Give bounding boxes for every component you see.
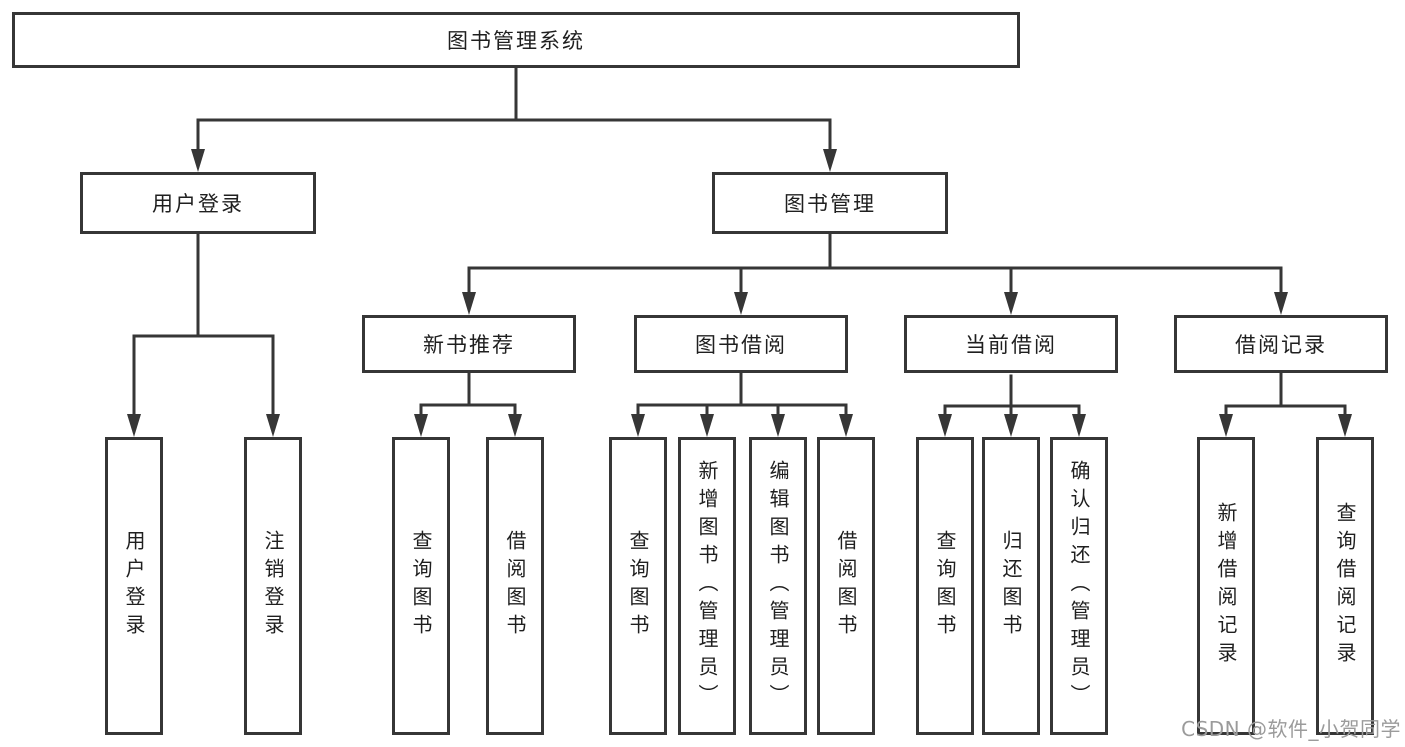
leaf-confirm-return-admin: 确认归还（管理员） <box>1050 437 1108 735</box>
node-label: 借阅图书 <box>503 530 527 642</box>
leaf-add-borrow-record: 新增借阅记录 <box>1197 437 1255 735</box>
node-current-borrowing: 当前借阅 <box>904 315 1118 373</box>
node-label: 新增借阅记录 <box>1214 502 1238 670</box>
node-label: 借阅记录 <box>1235 333 1327 357</box>
node-label: 查询图书 <box>409 530 433 642</box>
node-label: 编辑图书（管理员） <box>766 460 790 712</box>
node-root: 图书管理系统 <box>12 12 1020 68</box>
leaf-return-books: 归还图书 <box>982 437 1040 735</box>
leaf-logout: 注销登录 <box>244 437 302 735</box>
node-label: 当前借阅 <box>965 333 1057 357</box>
node-user-login: 用户登录 <box>80 172 316 234</box>
leaf-query-books-current: 查询图书 <box>916 437 974 735</box>
leaf-query-books-borrow: 查询图书 <box>609 437 667 735</box>
node-label: 图书管理系统 <box>447 29 585 53</box>
node-label: 用户登录 <box>122 530 146 642</box>
node-label: 借阅图书 <box>834 530 858 642</box>
node-label: 查询图书 <box>933 530 957 642</box>
node-label: 归还图书 <box>999 530 1023 642</box>
node-label: 确认归还（管理员） <box>1067 460 1091 712</box>
node-label: 新书推荐 <box>423 333 515 357</box>
node-label: 注销登录 <box>261 530 285 642</box>
node-label: 图书管理 <box>784 192 876 216</box>
node-borrowing-records: 借阅记录 <box>1174 315 1388 373</box>
node-label: 用户登录 <box>152 192 244 216</box>
node-label: 查询图书 <box>626 530 650 642</box>
node-label: 查询借阅记录 <box>1333 502 1357 670</box>
leaf-user-login: 用户登录 <box>105 437 163 735</box>
leaf-edit-books-admin: 编辑图书（管理员） <box>749 437 807 735</box>
leaf-add-books-admin: 新增图书（管理员） <box>678 437 736 735</box>
leaf-borrow-books-recommend: 借阅图书 <box>486 437 544 735</box>
node-new-book-recommend: 新书推荐 <box>362 315 576 373</box>
watermark: CSDN @软件_小贺同学 <box>1181 717 1401 741</box>
node-book-management: 图书管理 <box>712 172 948 234</box>
node-book-borrowing: 图书借阅 <box>634 315 848 373</box>
leaf-query-borrow-record: 查询借阅记录 <box>1316 437 1374 735</box>
leaf-query-books-recommend: 查询图书 <box>392 437 450 735</box>
node-label: 图书借阅 <box>695 333 787 357</box>
node-label: 新增图书（管理员） <box>695 460 719 712</box>
leaf-borrow-books-borrow: 借阅图书 <box>817 437 875 735</box>
